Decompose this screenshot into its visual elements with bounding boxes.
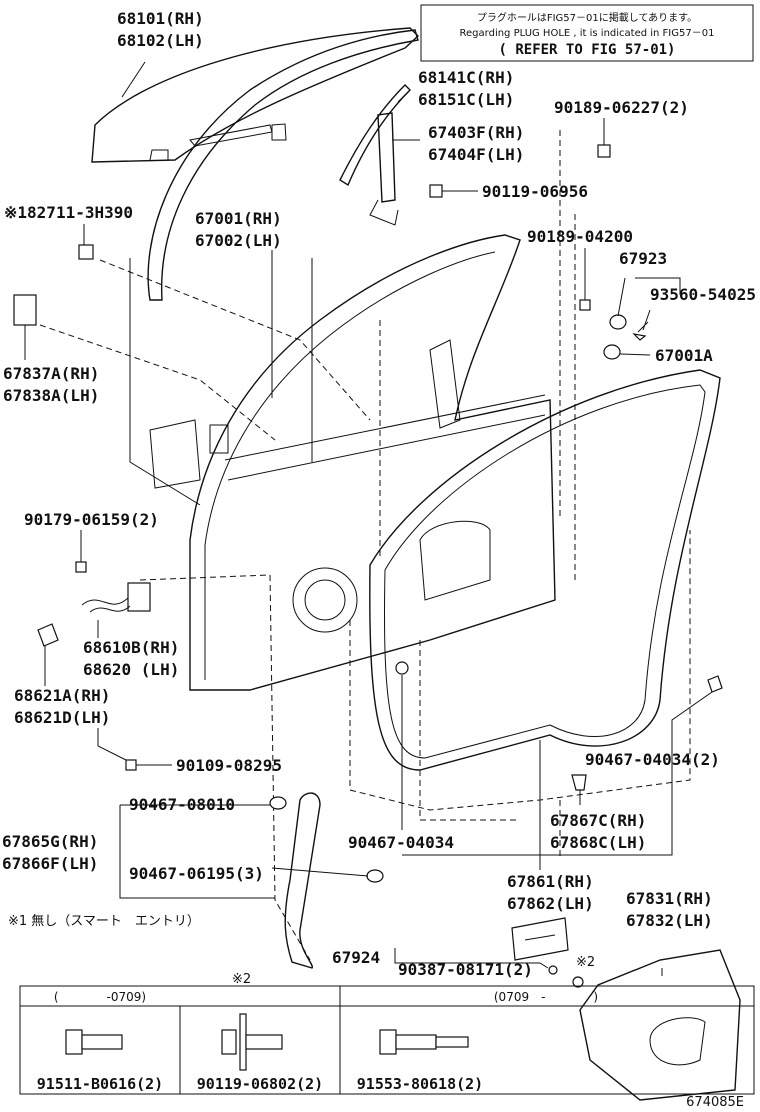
label-91511-b0616: 91511-B0616(2) — [37, 1075, 163, 1093]
label-91553-80618: 91553-80618(2) — [357, 1075, 483, 1093]
bracket-67001 — [129, 258, 313, 506]
bolt-91553-80618 — [379, 1029, 469, 1055]
label-67868c: 67868C(LH) — [550, 833, 646, 852]
front-door-panel — [149, 234, 556, 691]
door-glass — [91, 27, 420, 163]
seal-67837a — [13, 294, 37, 326]
label-90179: 90179-06159(2) — [24, 510, 159, 529]
label-67403f: 67403F(RH) — [428, 123, 524, 142]
label-182711: ※182711-3H390 — [4, 203, 133, 222]
label-67838a: 67838A(LH) — [3, 386, 99, 405]
leader-68101 — [121, 61, 146, 98]
cover-68621a — [37, 623, 59, 647]
retainer-67861 — [511, 917, 569, 961]
division-bar — [369, 112, 399, 226]
leader-67865g — [119, 804, 369, 899]
label-90189-04200: 90189-04200 — [527, 227, 633, 246]
leader-93560 — [642, 309, 651, 331]
clip-67867c — [571, 774, 587, 791]
leader-68141c — [397, 91, 409, 103]
bolt-90119-06802 — [221, 1013, 283, 1071]
label-67924: 67924 — [332, 948, 380, 967]
mark-2-top: ※2 — [232, 972, 251, 987]
footnote: ※1 無し（スマート エントリ） — [8, 914, 200, 929]
table-header-after-0709: (0709 - ) — [494, 990, 598, 1004]
grommet-67923 — [609, 314, 649, 341]
label-68621a: 68621A(RH) — [14, 686, 110, 705]
label-90387: 90387-08171(2) — [398, 960, 533, 979]
bolt-90119-06956 — [429, 184, 452, 198]
label-68610b: 68610B(RH) — [83, 638, 179, 657]
label-67862: 67862(LH) — [507, 894, 594, 913]
part-182711 — [78, 244, 94, 260]
label-90467-04034-2: 90467-04034(2) — [585, 750, 720, 769]
label-68102: 68102(LH) — [117, 31, 204, 50]
label-93560: 93560-54025 — [650, 285, 756, 304]
label-67867c: 67867C(RH) — [550, 811, 646, 830]
plug-67001a — [603, 344, 621, 360]
nut-90179-06159 — [75, 561, 87, 573]
plug-hole-notice-box: プラグホールはFIG57－01に掲載してあります。 Regarding PLUG… — [420, 4, 754, 62]
label-68101: 68101(RH) — [117, 9, 204, 28]
label-90109: 90109-08295 — [176, 756, 282, 775]
door-weatherstrip — [369, 369, 721, 771]
part-labels: 68101(RH) 68102(LH) 68141C(RH) 68151C(LH… — [2, 9, 756, 987]
label-90467-08010: 90467-08010 — [129, 795, 235, 814]
label-67837a: 67837A(RH) — [3, 364, 99, 383]
door-check-68610b — [81, 582, 151, 613]
bolt-90109-08295 — [125, 759, 148, 771]
mark-2-side: ※2 — [576, 955, 595, 970]
label-90467-04034: 90467-04034 — [348, 833, 454, 852]
glass-run — [147, 29, 419, 301]
table-header-before-0709: ( -0709) — [54, 990, 146, 1004]
leader-67001a — [619, 353, 651, 356]
label-67861: 67861(RH) — [507, 872, 594, 891]
label-67866f: 67866F(LH) — [2, 854, 98, 873]
leader-90109 — [97, 728, 172, 766]
label-67865g: 67865G(RH) — [2, 832, 98, 851]
label-90189-06227: 90189-06227(2) — [554, 98, 689, 117]
dashed-guides — [39, 130, 691, 961]
bolt-variants-table — [19, 985, 755, 1095]
label-67404f: 67404F(LH) — [428, 145, 524, 164]
door-trim-67831 — [579, 949, 741, 1101]
leader-90467-04034-2 — [671, 691, 713, 760]
bolt-91511-b0616 — [65, 1029, 123, 1055]
rear-seal-67865g — [269, 792, 384, 969]
label-67831: 67831(RH) — [626, 889, 713, 908]
notice-line-en: Regarding PLUG HOLE , it is indicated in… — [460, 28, 715, 39]
label-68141c: 68141C(RH) — [418, 68, 514, 87]
clip-90467-04034-2 — [707, 675, 723, 693]
screws-90387 — [548, 965, 584, 988]
label-67001a: 67001A — [655, 346, 713, 365]
label-90119-06956: 90119-06956 — [482, 182, 588, 201]
label-68620: 68620 (LH) — [83, 660, 179, 679]
clip-90189-06227 — [597, 144, 611, 158]
leader-67923 — [617, 277, 681, 317]
clip-90467-04034 — [395, 661, 409, 675]
notice-refer: ( REFER TO FIG 57-01) — [498, 42, 675, 58]
label-68621d: 68621D(LH) — [14, 708, 110, 727]
leader-90387 — [394, 948, 549, 969]
label-90467-06195: 90467-06195(3) — [129, 864, 264, 883]
notice-line-jp: プラグホールはFIG57－01に掲載してあります。 — [477, 11, 697, 24]
label-90119-06802: 90119-06802(2) — [197, 1075, 323, 1093]
figure-code: 674085E — [686, 1095, 744, 1110]
label-67001: 67001(RH) — [195, 209, 282, 228]
clip-90189-04200 — [579, 299, 591, 311]
label-67832: 67832(LH) — [626, 911, 713, 930]
label-67923: 67923 — [619, 249, 667, 268]
label-67002: 67002(LH) — [195, 231, 282, 250]
label-68151c: 68151C(LH) — [418, 90, 514, 109]
leader-67867c — [402, 760, 673, 856]
